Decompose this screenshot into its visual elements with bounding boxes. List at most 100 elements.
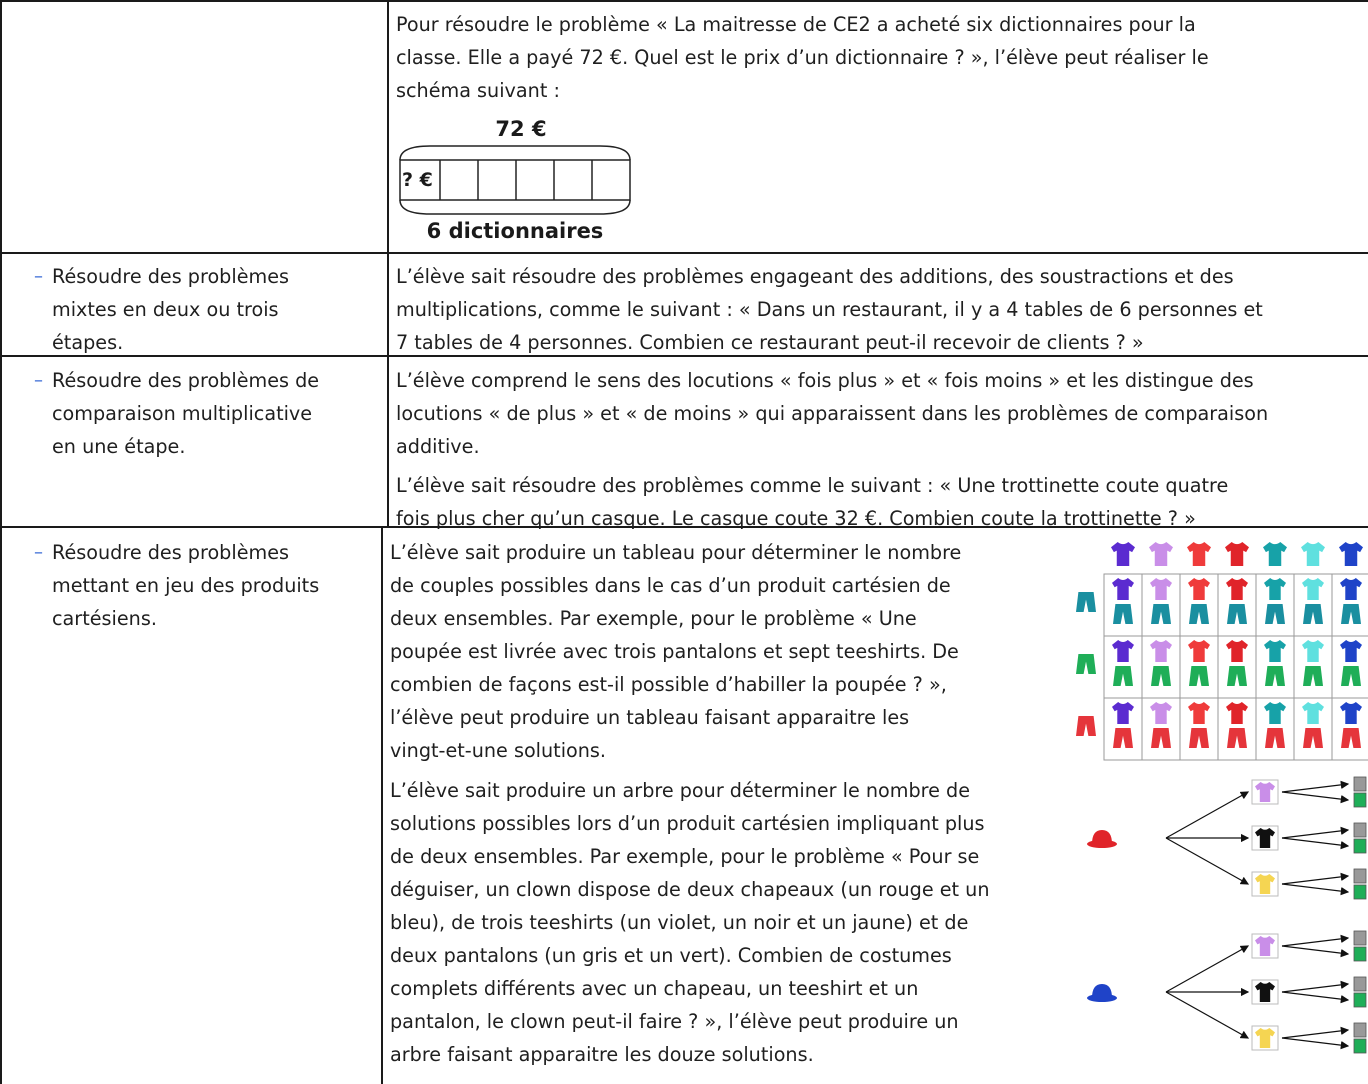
row2-right-text: L’élève sait résoudre des problèmes enga… [396,260,1366,359]
column-divider-upper [387,0,389,527]
bottom-brace [399,199,631,215]
cell-teeshirt-icon [1264,640,1286,662]
cell-pants-icon [1151,604,1171,624]
row4-p1-line: poupée est livrée avec trois pantalons e… [390,640,959,663]
row2-left-text: Résoudre des problèmes mixtes en deux ou… [52,260,382,359]
cell-teeshirt-icon [1188,640,1210,662]
row4-p2-line: deux pantalons (un gris et un vert). Com… [390,944,952,967]
cell-teeshirt-icon [1112,640,1134,662]
tree-branch [1165,991,1250,1039]
row4-p2-line: solutions possibles lors d’un produit ca… [390,812,985,835]
row-divider-1 [0,252,1368,254]
cell-teeshirt-icon [1340,578,1362,600]
row2-right-line-3: 7 tables de 4 personnes. Combien ce rest… [396,331,1144,354]
diagram-top-label: 72 € [495,117,546,141]
row4-p2-line: L’élève sait produire un arbre pour déte… [390,779,971,802]
tree-branch [1281,872,1350,885]
tree-pants-icon [1353,792,1367,808]
tree-pants-icon [1353,1038,1367,1054]
side-pants-icon [1076,716,1096,736]
header-teeshirt-icon [1225,542,1249,566]
row3-right-line-2: locutions « de plus » et « de moins » qu… [396,402,1269,425]
cell-pants-icon [1189,666,1209,686]
row-divider-2 [0,355,1368,357]
cell-pants-icon [1303,728,1323,748]
cell-pants-icon [1151,666,1171,686]
header-teeshirt-icon [1301,542,1325,566]
tree-branch [1281,837,1350,850]
tree-branch [1281,980,1350,993]
cell-pants-icon [1265,728,1285,748]
row-divider-3 [0,526,1368,528]
row1-line-3: schéma suivant : [396,79,560,102]
cell-teeshirt-icon [1226,702,1248,724]
row3-left-text: Résoudre des problèmes de comparaison mu… [52,364,382,463]
tree-branch [1165,791,1250,839]
cell-pants-icon [1265,604,1285,624]
row3-right-line-1: L’élève comprend le sens des locutions «… [396,369,1254,392]
tree-pants-icon [1353,992,1367,1008]
row4-left-line-2: mettant en jeu des produits [52,574,320,597]
row4-p2-line: déguiser, un clown dispose de deux chape… [390,878,990,901]
cell-pants-icon [1303,666,1323,686]
cell-teeshirt-icon [1150,702,1172,724]
row4-paragraph-table: L’élève sait produire un tableau pour dé… [390,536,1060,767]
cell-teeshirt-icon [1264,702,1286,724]
header-teeshirt-icon [1187,542,1211,566]
tree-branch [1281,883,1350,896]
row4-p2-line: complets différents avec un chapeau, un … [390,977,919,1000]
row2-bullet-dash: – [34,266,43,287]
row4-p1-line: combien de façons est-il possible d’habi… [390,673,947,696]
cell-pants-icon [1113,728,1133,748]
row4-left-line-3: cartésiens. [52,607,157,630]
cell-pants-icon [1227,666,1247,686]
row3-bullet-dash: – [34,370,43,391]
cell-pants-icon [1113,604,1133,624]
tree-pants-icon [1353,884,1367,900]
row4-p1-line: vingt-et-une solutions. [390,739,607,762]
bar-outline [399,159,631,201]
top-brace [399,145,631,161]
tree-branch [1281,791,1350,804]
tree-teeshirt-icon [1255,936,1275,956]
cell-teeshirt-icon [1264,578,1286,600]
diagram-bottom-label: 6 dictionnaires [427,219,604,243]
row4-p1-line: deux ensembles. Par exemple, pour le pro… [390,607,917,630]
tree-pants-icon [1353,838,1367,854]
tree-branch [1281,991,1350,1004]
cell-teeshirt-icon [1112,702,1134,724]
tree-branch [1281,934,1350,947]
cell-teeshirt-icon [1302,640,1324,662]
side-pants-icon [1076,592,1096,612]
row4-p2-line: arbre faisant apparaitre les douze solut… [390,1043,814,1066]
cell-pants-icon [1303,604,1323,624]
tree-pants-icon [1353,930,1367,946]
cell-pants-icon [1189,728,1209,748]
row2-left-line-3: étapes. [52,331,124,354]
row4-p2-line: bleu), de trois teeshirts (un violet, un… [390,911,969,934]
row3-right-text: L’élève comprend le sens des locutions «… [396,364,1366,535]
row4-p1-line: L’élève sait produire un tableau pour dé… [390,541,962,564]
cell-teeshirt-icon [1302,578,1324,600]
header-teeshirt-icon [1111,542,1135,566]
cell-pants-icon [1227,604,1247,624]
tree-pants-icon [1353,976,1367,992]
tree-branch [1281,780,1350,793]
cell-pants-icon [1189,604,1209,624]
tree-pants-icon [1353,776,1367,792]
row2-right-line-2: multiplications, comme le suivant : « Da… [396,298,1263,321]
clown-costume-tree [1087,776,1367,1054]
tree-pants-icon [1353,868,1367,884]
header-teeshirt-icon [1263,542,1287,566]
tree-teeshirt-icon [1255,782,1275,802]
tree-pants-icon [1353,946,1367,962]
header-teeshirt-icon [1149,542,1173,566]
tree-pants-icon [1353,1022,1367,1038]
row3-right-line-5: fois plus cher qu’un casque. Le casque c… [396,507,1196,530]
cell-teeshirt-icon [1150,640,1172,662]
cell-teeshirt-icon [1226,578,1248,600]
cell-teeshirt-icon [1150,578,1172,600]
row2-left-line-1: Résoudre des problèmes [52,265,289,288]
cell-pants-icon [1341,728,1361,748]
